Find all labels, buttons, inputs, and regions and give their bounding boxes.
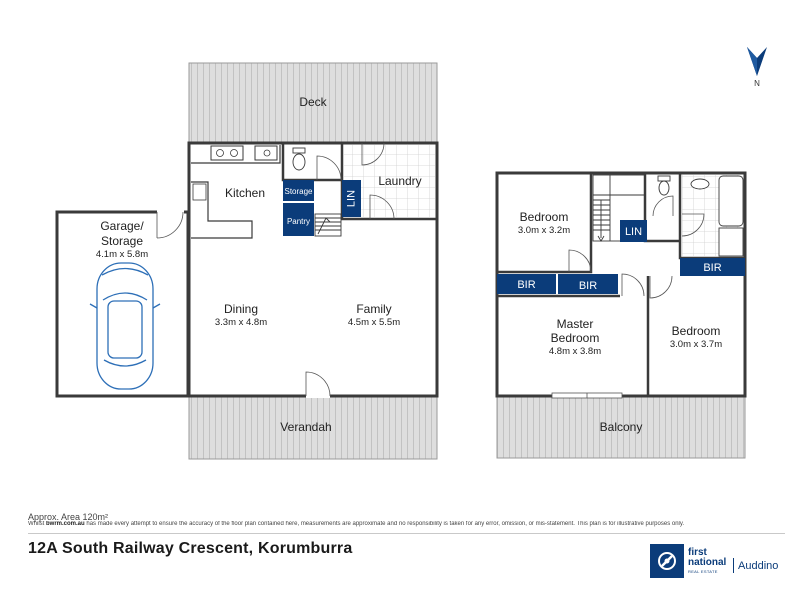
lin-upper-label: LIN — [625, 226, 642, 238]
wc-door-swing — [316, 155, 342, 181]
bathtub-icon — [718, 175, 744, 227]
kitchen-label: Kitchen — [225, 186, 265, 200]
garage-label-line2: Storage — [101, 234, 143, 248]
agency-tagline: REAL ESTATE — [688, 569, 718, 574]
laundry-door-swing — [361, 142, 385, 166]
master-label-line1: Master — [557, 317, 594, 331]
upper-cistern-icon — [657, 175, 671, 182]
bedroom-top-dims: 3.0m x 3.2m — [518, 225, 570, 236]
bathroom-door-swing — [681, 213, 705, 237]
shower-icon — [718, 227, 744, 257]
car-icon — [89, 262, 161, 390]
agency-mark-icon — [658, 552, 676, 570]
pantry-label: Pantry — [287, 217, 310, 226]
bedroom-right-dims: 3.0m x 3.7m — [670, 339, 722, 350]
bir-right-label: BIR — [703, 262, 721, 274]
dining-label: Dining — [224, 302, 258, 316]
bir-middle-label: BIR — [579, 280, 597, 292]
fridge-icon — [192, 183, 207, 201]
storage-cupboard — [283, 180, 314, 201]
kitchen-sink-icon — [210, 145, 244, 161]
garage-label-line1: Garage/ — [100, 219, 144, 233]
family-label: Family — [356, 302, 391, 316]
laundry-inner-door-swing — [369, 194, 395, 220]
garage-door-swing — [156, 211, 184, 239]
bir-left-label: BIR — [517, 279, 535, 291]
master-label-line2: Bedroom — [551, 331, 600, 345]
upper-wc-door-swing — [652, 195, 674, 217]
pantry-cupboard — [283, 203, 314, 236]
balcony-label: Balcony — [600, 420, 643, 434]
property-address: 12A South Railway Crescent, Korumburra — [28, 540, 353, 557]
stair — [314, 213, 342, 237]
bedroom-right-door-swing — [649, 275, 673, 299]
toilet-cistern-icon — [292, 147, 306, 154]
disclaimer-rest: has made every attempt to ensure the acc… — [84, 521, 685, 527]
north-label: N — [754, 79, 760, 88]
stove-icon — [254, 145, 278, 161]
bir-left-cupboard — [497, 274, 556, 294]
vanity-basin-icon — [690, 178, 710, 190]
sink-bowl-icon — [216, 149, 224, 157]
bedroom-top-door-swing — [568, 249, 592, 273]
toilet-icon — [292, 153, 306, 171]
sink-bowl-icon — [230, 149, 238, 157]
bir-right-cupboard — [680, 258, 745, 276]
linen-cupboard-upper — [620, 220, 647, 242]
disclaimer-prefix: Whilst — [28, 521, 46, 527]
agency-office: Auddino — [738, 560, 779, 572]
agency-logo-box — [650, 544, 684, 578]
approx-area: Approx. Area 120m² — [28, 512, 109, 522]
agency-word-line1: first — [688, 547, 707, 558]
laundry-label: Laundry — [378, 174, 421, 188]
linen-cupboard-ground — [342, 180, 361, 217]
master-dims: 4.8m x 3.8m — [549, 346, 601, 357]
bedroom-top-label: Bedroom — [520, 210, 569, 224]
footer-divider — [28, 533, 785, 534]
agency-separator — [733, 558, 734, 573]
verandah-label: Verandah — [280, 420, 331, 434]
family-dims: 4.5m x 5.5m — [348, 317, 400, 328]
verandah-area — [188, 396, 438, 460]
stove-burner-icon — [263, 149, 271, 157]
dining-dims: 3.3m x 4.8m — [215, 317, 267, 328]
agency-word-line2: national — [688, 557, 727, 568]
deck-area — [188, 62, 438, 144]
north-arrow-icon — [747, 47, 767, 76]
disclaimer-site: bwrm.com.au — [46, 521, 85, 527]
lin-ground-label: LIN — [345, 190, 357, 207]
master-bedroom-walls — [497, 276, 650, 396]
deck-label: Deck — [299, 95, 327, 109]
disclaimer: Whilst bwrm.com.au has made every attemp… — [28, 521, 788, 527]
front-door-swing — [305, 371, 331, 397]
bedroom-right-label: Bedroom — [672, 324, 721, 338]
master-door-swing — [621, 273, 645, 297]
garage-dims: 4.1m x 5.8m — [96, 249, 148, 260]
bir-middle-cupboard — [558, 274, 618, 294]
kitchen-bench — [191, 145, 281, 239]
storage-label: Storage — [284, 187, 313, 196]
